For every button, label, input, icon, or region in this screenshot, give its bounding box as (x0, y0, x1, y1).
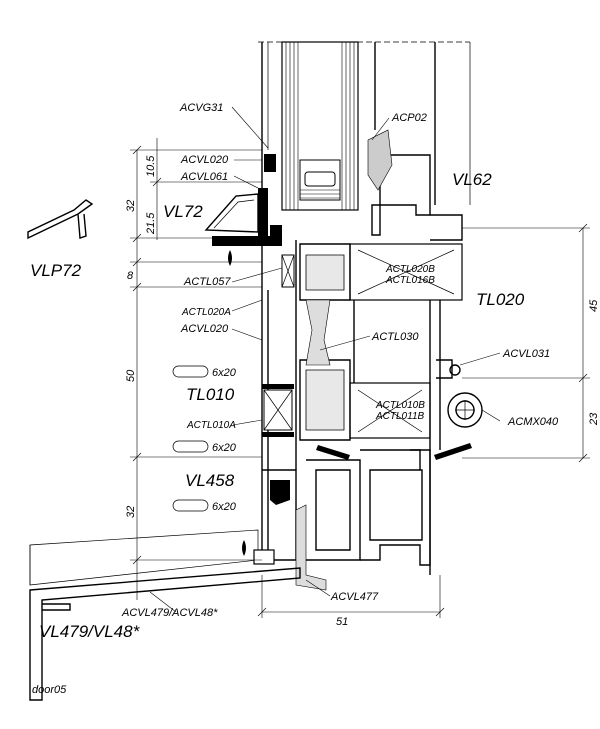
threshold-profiles (29, 449, 431, 701)
label-actl030: ACTL030 (371, 331, 419, 343)
leader-lines (149, 106, 501, 613)
label-tl010: TL010 (186, 385, 235, 404)
label-acp02: ACP02 (391, 112, 427, 124)
dimension-lines (130, 138, 590, 618)
label-actl020a: ACTL020A (181, 307, 231, 318)
label-slot-3: 6x20 (212, 501, 237, 513)
dim-32-bottom: 32 (125, 506, 137, 518)
label-acvg31: ACVG31 (179, 102, 223, 114)
label-vlp72: VLP72 (30, 261, 82, 280)
dim-51: 51 (336, 616, 348, 628)
label-actl010a: ACTL010A (186, 420, 236, 431)
label-actl010b: ACTL010B (375, 400, 425, 411)
glass-pane (258, 41, 471, 235)
dim-45: 45 (588, 299, 600, 312)
label-actl011b: ACTL011B (375, 411, 425, 422)
label-actl057: ACTL057 (183, 276, 231, 288)
gaskets (212, 154, 472, 556)
dim-23: 23 (588, 412, 600, 426)
dim-21-5: 21.5 (145, 212, 157, 235)
label-tl020: TL020 (476, 290, 525, 309)
slot-shapes (172, 365, 209, 512)
dim-10-5: 10.5 (145, 155, 157, 177)
dim-50: 50 (125, 369, 137, 382)
label-actl016b: ACTL016B (385, 275, 435, 286)
profile-vl62 (367, 129, 463, 241)
profile-vlp72 (27, 199, 94, 240)
label-actl020b: ACTL020B (385, 264, 435, 275)
label-acvl020-top: ACVL020 (180, 154, 229, 166)
label-acvl477: ACVL477 (330, 591, 379, 603)
label-acvl031: ACVL031 (502, 348, 550, 360)
label-acmx040: ACMX040 (507, 416, 559, 428)
profile-vl72 (204, 193, 259, 233)
label-slot-2: 6x20 (212, 442, 237, 454)
label-vl458: VL458 (185, 471, 235, 490)
dim-8: 8 (127, 270, 134, 282)
dim-32-top: 32 (125, 200, 137, 212)
label-vl72: VL72 (163, 202, 203, 221)
label-slot-1: 6x20 (212, 367, 237, 379)
label-acvl479: ACVL479/ACVL48* (121, 607, 218, 619)
sash-profiles (261, 240, 463, 575)
roller-acmx040 (436, 359, 483, 428)
label-vl62: VL62 (452, 170, 492, 189)
label-vl479: VL479/VL48* (39, 622, 141, 641)
drawing-id: door05 (32, 684, 67, 696)
label-acvl061: ACVL061 (180, 171, 228, 183)
label-acvl020-mid: ACVL020 (180, 323, 229, 335)
